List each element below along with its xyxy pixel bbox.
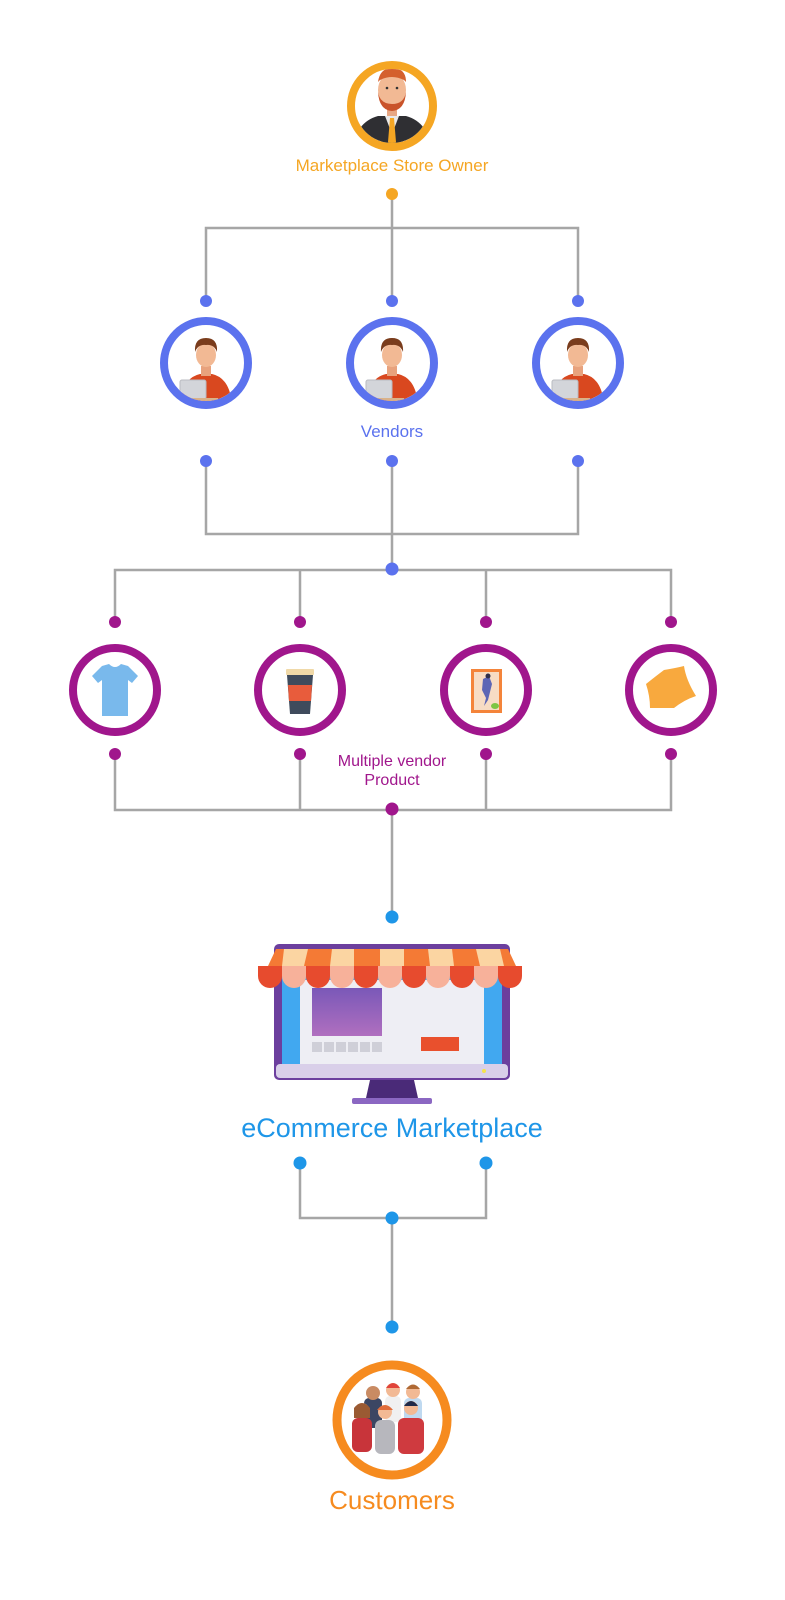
owner-label: Marketplace Store Owner <box>295 156 489 175</box>
owner-node <box>347 61 437 151</box>
dot-customers-top <box>385 1320 399 1334</box>
awning <box>258 949 522 988</box>
vendors-label: Vendors <box>360 422 424 441</box>
vendor-avatar-icon <box>178 338 232 401</box>
product-node-tshirt <box>69 644 161 736</box>
dot-marketplace-right <box>479 1156 493 1170</box>
dot-vendor-bottom-1 <box>200 455 212 467</box>
tshirt-icon <box>92 664 138 716</box>
vendor-node-2 <box>346 317 438 409</box>
dot-vendor-bottom-3 <box>572 455 584 467</box>
product-node-picture <box>440 644 532 736</box>
dot-product-top-3 <box>480 616 492 628</box>
dot-product-top-2 <box>294 616 306 628</box>
vendor-node-1 <box>160 317 252 409</box>
dot-marketplace-merge <box>385 1211 399 1225</box>
dot-product-bottom-4 <box>665 748 677 760</box>
vendor-avatar-icon <box>364 338 418 401</box>
dot-product-bottom-1 <box>109 748 121 760</box>
dot-marketplace-left <box>293 1156 307 1170</box>
vendor-node-3 <box>532 317 624 409</box>
dot-vendor-merge <box>385 562 399 576</box>
dot-product-top-1 <box>109 616 121 628</box>
dot-product-merge <box>385 802 399 816</box>
product-node-pillow <box>625 644 717 736</box>
storefront-monitor-icon <box>258 944 522 1104</box>
dot-owner <box>386 188 398 200</box>
connector-owner-vendors <box>204 194 580 300</box>
customers-node <box>332 1360 452 1480</box>
connector-marketplace-customers <box>298 1164 488 1328</box>
dot-marketplace-top <box>385 910 399 924</box>
dot-product-top-4 <box>665 616 677 628</box>
marketplace-label: eCommerce Marketplace <box>241 1113 543 1143</box>
pillow-icon <box>646 666 696 708</box>
product-node-coffee <box>254 644 346 736</box>
dot-vendor-top-1 <box>200 295 212 307</box>
connector-vendors-merge <box>204 462 580 570</box>
customer-group-icon <box>352 1383 424 1454</box>
picture-frame-icon <box>471 669 502 713</box>
connector-dots <box>109 188 677 1334</box>
products-label: Multiple vendor Product <box>337 753 447 789</box>
dot-product-bottom-3 <box>480 748 492 760</box>
coffee-cup-icon <box>286 669 314 714</box>
dot-vendor-top-3 <box>572 295 584 307</box>
connector-merge-products <box>113 568 673 622</box>
dot-vendor-bottom-2 <box>386 455 398 467</box>
dot-product-bottom-2 <box>294 748 306 760</box>
dot-vendor-top-2 <box>386 295 398 307</box>
customers-label: Customers <box>329 1485 455 1515</box>
